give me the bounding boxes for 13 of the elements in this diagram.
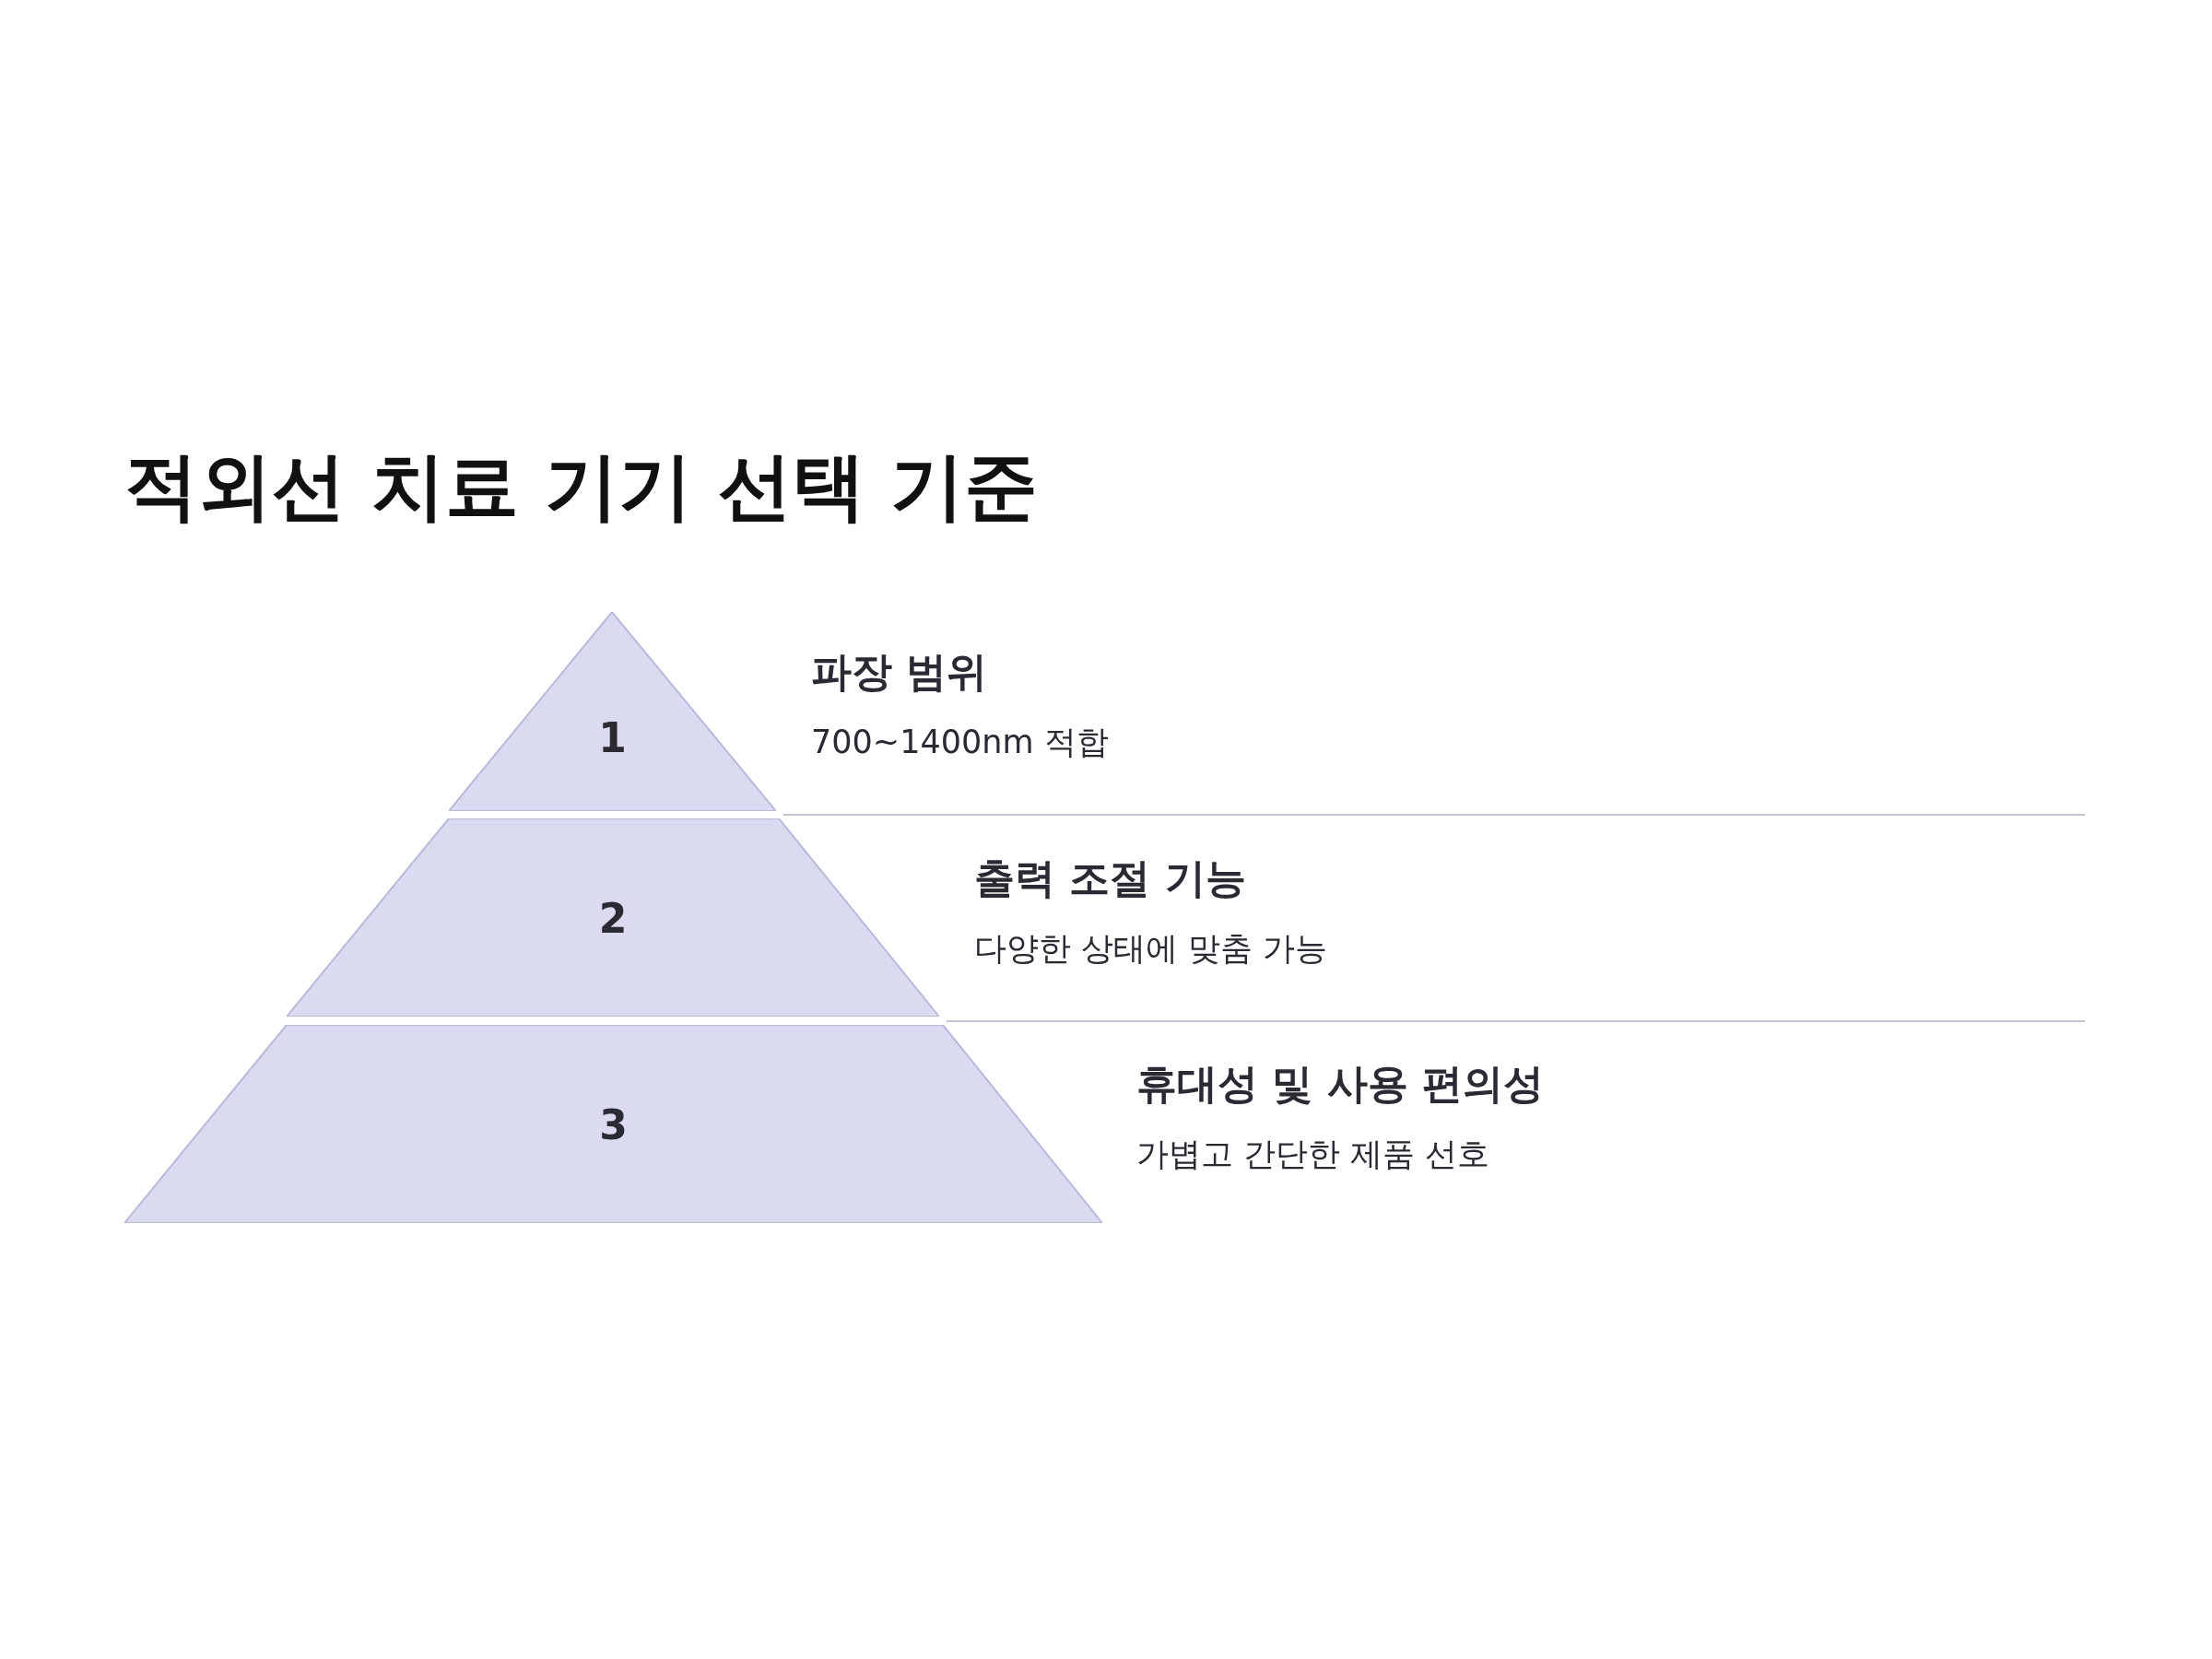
tier-number: 2	[598, 894, 628, 941]
tier-description: 700~1400nm 적합	[811, 723, 1109, 762]
tier-heading: 휴대성 및 사용 편의성	[1136, 1059, 1544, 1109]
tier-description: 다양한 상태에 맞춤 가능	[974, 929, 1328, 969]
tier-number: 3	[599, 1100, 628, 1147]
title: 적외선 치료 기기 선택 기준	[124, 442, 1039, 531]
pyramid-tier	[124, 1025, 1102, 1223]
tier-heading: 출력 조절 기능	[974, 853, 1246, 903]
tier-heading: 파장 범위	[811, 647, 988, 697]
tier-number: 1	[598, 713, 627, 761]
pyramid-top-triangle	[449, 612, 776, 811]
tier-description: 가볍고 간단한 제품 선호	[1136, 1135, 1490, 1174]
pyramid-tier	[287, 818, 939, 1017]
